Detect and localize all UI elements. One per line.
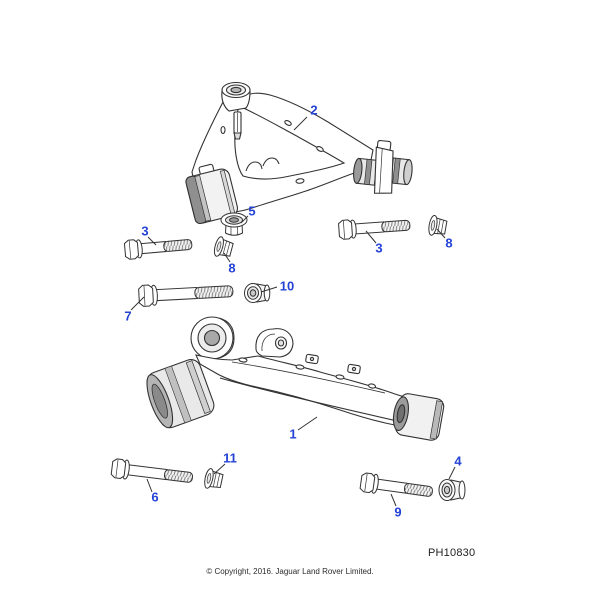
drawing-code: PH10830: [428, 547, 476, 559]
upper-arm-stud: [233, 111, 242, 140]
callout-6[interactable]: 6: [151, 489, 159, 505]
lower-arm-clevis: [255, 328, 294, 358]
nut-4: [438, 479, 466, 501]
nut-8-right: [428, 214, 448, 236]
nut-8-left: [213, 236, 234, 257]
bolt-6: [110, 458, 194, 483]
bolt-3-left: [123, 239, 193, 260]
bolt-9: [359, 472, 433, 497]
lower-arm-right-bushing: [392, 393, 445, 441]
callout-3-left[interactable]: 3: [141, 223, 149, 239]
lower-arm-left-bushing: [146, 359, 215, 429]
callout-7[interactable]: 7: [124, 308, 132, 324]
nut-10: [244, 283, 271, 303]
callout-8-left[interactable]: 8: [228, 260, 236, 276]
callout-5[interactable]: 5: [248, 203, 256, 219]
callout-1[interactable]: 1: [289, 426, 297, 442]
callout-10[interactable]: 10: [279, 278, 295, 294]
lower-control-arm: [146, 316, 445, 441]
callout-2[interactable]: 2: [310, 102, 318, 118]
callout-8-right[interactable]: 8: [445, 235, 453, 251]
callout-11[interactable]: 11: [223, 450, 237, 466]
callout-leader-lines: [130, 116, 456, 507]
bolt-3-right: [338, 219, 411, 240]
copyright-note: © Copyright, 2016. Jaguar Land Rover Lim…: [206, 567, 374, 576]
upper-arm-right-bushing: [353, 139, 413, 194]
callout-9[interactable]: 9: [394, 504, 402, 520]
upper-arm-top-bushing: [221, 81, 251, 112]
callout-3-right[interactable]: 3: [375, 240, 383, 256]
nut-5: [220, 212, 248, 236]
lower-arm-ring-bushing: [190, 316, 235, 360]
upper-arm-left-bushing: [185, 163, 239, 225]
nut-11: [204, 468, 224, 489]
upper-control-arm: [185, 81, 413, 225]
bolt-7: [138, 284, 234, 307]
callout-4[interactable]: 4: [454, 453, 462, 469]
